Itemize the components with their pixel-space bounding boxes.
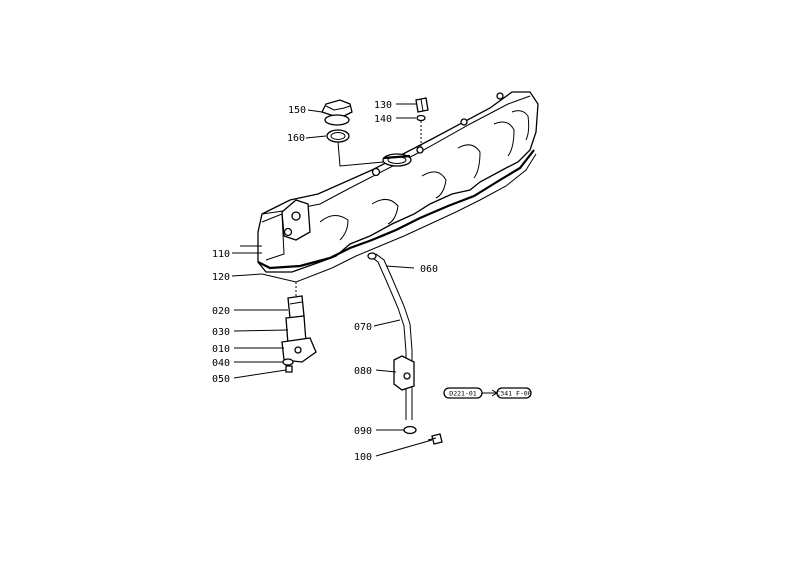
pipe-washer	[403, 425, 417, 435]
label-080: 080	[354, 366, 372, 377]
label-020: 020	[212, 306, 230, 317]
label-090: 090	[354, 426, 372, 437]
part-labels: 150 160 130 140 110 120 060 020 030 070 …	[212, 100, 438, 463]
cap-nut	[415, 97, 429, 113]
oil-filler-cap	[321, 99, 353, 126]
breather-cover	[287, 295, 305, 319]
label-030: 030	[212, 327, 230, 338]
cylinder-head-cover	[240, 91, 539, 283]
label-120: 120	[212, 272, 230, 283]
label-150: 150	[288, 105, 306, 116]
label-010: 010	[212, 344, 230, 355]
label-040: 040	[212, 358, 230, 369]
leader-lines	[231, 103, 433, 457]
ref-code-a-text: D221-01	[449, 390, 476, 398]
breather-pipe	[367, 252, 413, 420]
breather-bolt	[285, 365, 293, 373]
o-ring	[326, 129, 350, 143]
label-130: 130	[374, 100, 392, 111]
pipe-clamp	[393, 355, 415, 391]
washer	[416, 114, 426, 122]
label-070: 070	[354, 322, 372, 333]
label-050: 050	[212, 374, 230, 385]
ref-code-b-text: C341 F-00	[496, 390, 531, 398]
label-060: 060	[420, 264, 438, 275]
breather-body	[281, 337, 317, 363]
label-160: 160	[287, 133, 305, 144]
label-140: 140	[374, 114, 392, 125]
label-100: 100	[354, 452, 372, 463]
pipe-bolt	[427, 433, 443, 445]
cap-leader	[337, 141, 385, 167]
ref-code-a: D221-01	[443, 387, 483, 399]
ref-code-b: C341 F-00	[496, 387, 532, 399]
label-110: 110	[212, 249, 230, 260]
breather-washer	[282, 358, 294, 366]
